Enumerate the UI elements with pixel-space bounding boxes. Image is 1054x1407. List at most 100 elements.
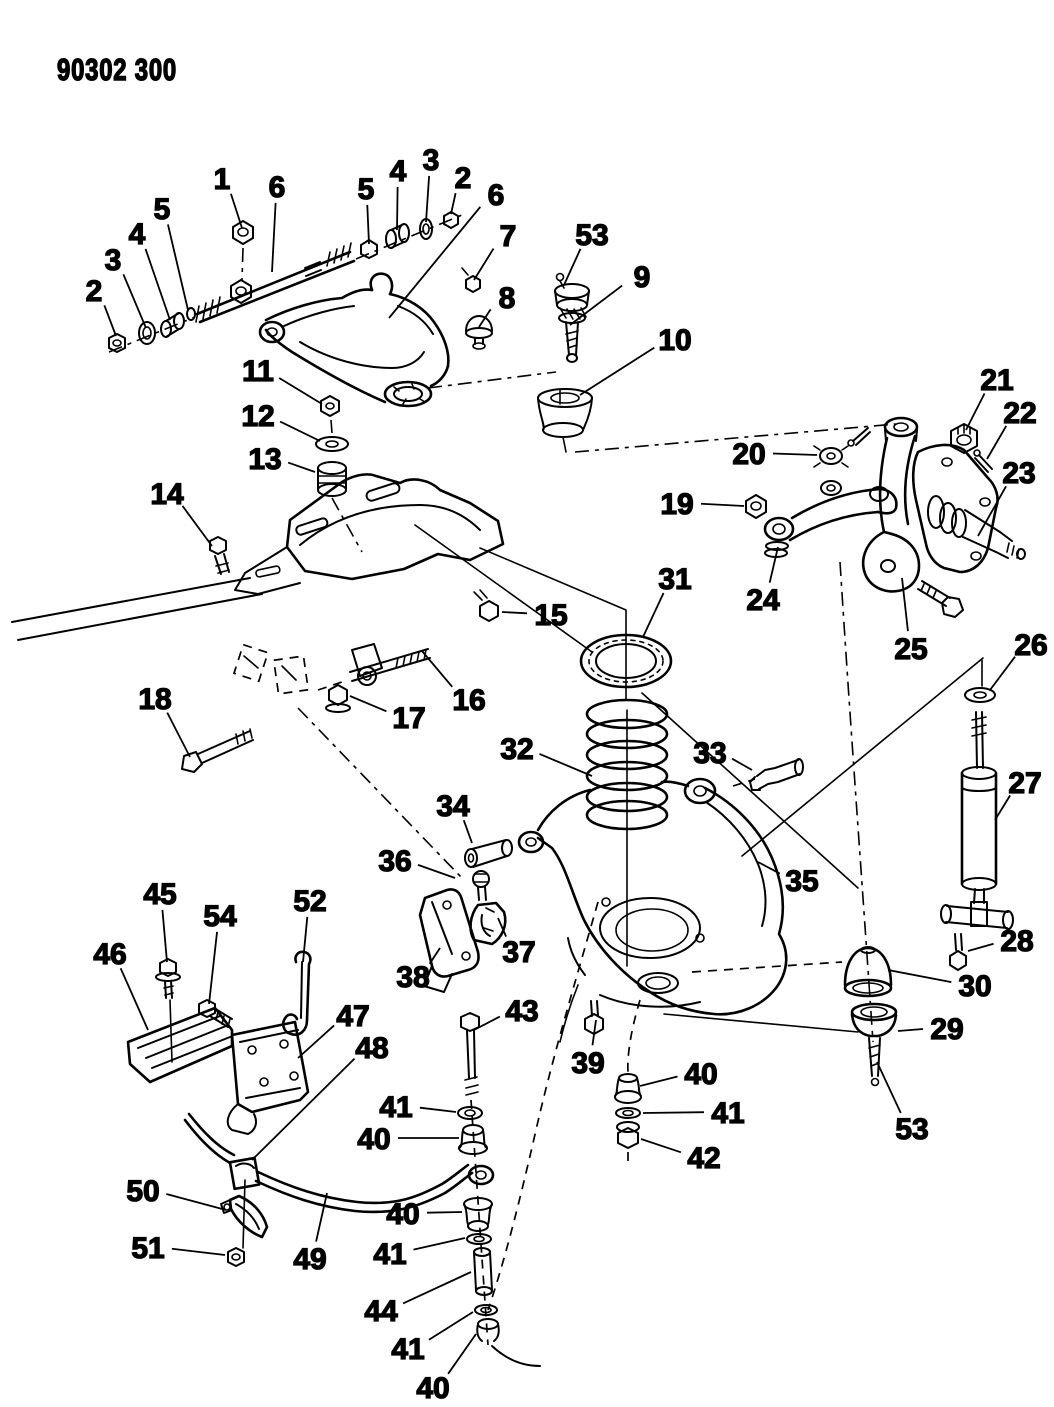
callout-leader	[768, 546, 779, 583]
callout-number: 14	[150, 478, 184, 511]
crossmember-bracket	[11, 473, 505, 695]
callout-7: 7	[473, 219, 517, 281]
bolt-28	[949, 933, 967, 971]
callout-leader	[413, 1237, 466, 1251]
callout-leader	[349, 695, 387, 713]
upper-ball-joint	[554, 272, 590, 363]
sway-bar	[183, 1112, 495, 1214]
callout-number: 4	[129, 218, 146, 251]
callout-leader	[497, 917, 507, 938]
bolt-14	[209, 536, 230, 575]
left-bushing-set	[108, 307, 196, 353]
callout-number: 8	[499, 282, 516, 315]
callout-leader	[642, 1111, 705, 1114]
callout-leader	[402, 1271, 472, 1305]
callout-number: 6	[488, 179, 505, 212]
callout-leader	[473, 1015, 501, 1031]
callout-leader	[642, 592, 665, 638]
callout-leader	[417, 864, 456, 879]
callout-leader	[167, 224, 189, 311]
callout-3a: 3	[104, 243, 147, 329]
callout-number: 48	[355, 1032, 388, 1065]
right-bushing-set	[360, 211, 459, 259]
callout-23: 23	[977, 456, 1036, 537]
callout-leader	[539, 753, 593, 777]
callout-number: 40	[684, 1058, 717, 1091]
callout-number: 37	[502, 936, 535, 969]
callout-number: 28	[1000, 925, 1033, 958]
callout-number: 41	[373, 1238, 406, 1271]
callout-45: 45	[143, 877, 177, 963]
callout-leader	[230, 193, 243, 229]
callout-26: 26	[989, 628, 1048, 691]
callout-4b: 4	[389, 154, 407, 231]
callout-number: 12	[241, 400, 274, 433]
callout-leader	[297, 1024, 335, 1059]
callout-number: 15	[534, 599, 567, 632]
callout-41c: 41	[391, 1311, 474, 1367]
callout-leader	[887, 969, 952, 983]
steering-knuckle-arm	[763, 480, 898, 558]
lower-control-arm	[517, 777, 788, 1016]
callout-number: 47	[336, 1000, 369, 1033]
callout-number: 41	[379, 1091, 412, 1124]
insulator-37	[469, 901, 507, 946]
callout-46: 46	[93, 937, 149, 1031]
callout-number: 36	[378, 845, 411, 878]
callout-number: 39	[571, 1047, 604, 1080]
callout-5a: 5	[153, 192, 189, 311]
callout-number: 5	[358, 173, 375, 206]
callout-19: 19	[660, 487, 745, 522]
callout-leader	[428, 947, 441, 965]
callout-number: 17	[392, 702, 425, 735]
callout-leader	[279, 420, 321, 442]
callout-number: 45	[143, 878, 176, 911]
sleeve-34	[464, 839, 513, 868]
callout-number: 41	[391, 1333, 424, 1366]
callout-28: 28	[967, 924, 1034, 959]
callout-leader	[563, 248, 582, 286]
nut-51	[227, 1247, 245, 1267]
callout-leader	[639, 1075, 678, 1087]
callout-number: 41	[711, 1097, 744, 1130]
bushing-block-48	[228, 1156, 261, 1191]
callout-49: 49	[293, 1192, 328, 1277]
callout-54: 54	[203, 899, 238, 1005]
callout-number: 26	[1014, 629, 1047, 662]
callout-number: 31	[658, 563, 691, 596]
callout-leader	[419, 1106, 457, 1113]
callout-number: 46	[93, 938, 126, 971]
callout-number: 10	[658, 324, 691, 357]
callout-number: 13	[248, 443, 281, 476]
callout-3b: 3	[422, 143, 440, 223]
drawing-number: 90302 300	[57, 52, 177, 87]
shock-absorber	[940, 711, 1014, 930]
callout-44: 44	[364, 1271, 472, 1329]
mount-stack-11-12-13	[315, 395, 363, 553]
callout-number: 53	[575, 219, 608, 252]
callout-39: 39	[571, 1019, 605, 1081]
callout-leader	[757, 861, 781, 875]
arm-link-column	[584, 999, 642, 1168]
callout-40b: 40	[386, 1197, 463, 1232]
callout-leader	[278, 377, 323, 405]
callout-leader	[897, 1028, 924, 1032]
upper-control-arm	[258, 272, 450, 408]
callout-47: 47	[297, 999, 370, 1059]
callout-2a: 2	[85, 274, 117, 337]
callout-number: 24	[746, 584, 780, 617]
callout-leader	[965, 393, 986, 431]
stud-nut-7	[461, 267, 481, 293]
callout-number: 3	[105, 244, 122, 277]
callout-leader	[447, 1333, 477, 1375]
callout-40c: 40	[416, 1333, 477, 1406]
clamp-50	[220, 1179, 269, 1249]
callout-number: 51	[131, 1232, 164, 1265]
callout-number: 2	[455, 162, 472, 195]
spindle-nut-21	[950, 423, 978, 454]
callout-leader	[166, 712, 191, 758]
callout-36: 36	[378, 844, 456, 879]
callout-number: 33	[693, 737, 726, 770]
callout-leader	[388, 206, 482, 319]
callout-number: 18	[138, 683, 171, 716]
